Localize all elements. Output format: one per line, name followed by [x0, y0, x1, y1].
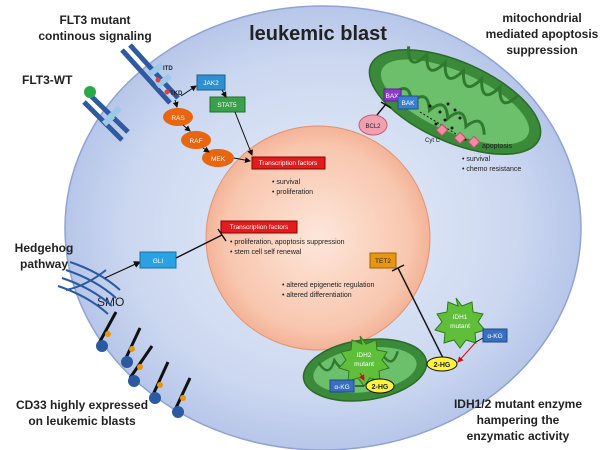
cd33-receptors	[96, 311, 192, 418]
svg-text:Transcription factors: Transcription factors	[259, 160, 318, 167]
tf1-bullet-2: • proliferation	[272, 189, 313, 196]
tet2-bullet-1: • altered epigenetic regulation	[282, 282, 374, 289]
tet2-bullet-2: • altered differentiation	[282, 292, 352, 299]
svg-text:BCL2: BCL2	[365, 124, 381, 130]
jak2-box	[196, 74, 226, 91]
a-kg-left-box	[329, 379, 355, 393]
svg-text:STAT5: STAT5	[217, 102, 237, 109]
svg-text:GLI: GLI	[153, 258, 164, 265]
tf1-box	[251, 156, 326, 170]
svg-text:RAS: RAS	[171, 115, 185, 122]
a-kg-right-box	[482, 328, 508, 343]
mito-label-2: mediated apoptosis	[486, 27, 599, 41]
apoptosis-label: apoptosis	[482, 143, 512, 150]
tf2-box	[220, 220, 298, 234]
cd33-label-2: on leukemic blasts	[28, 414, 136, 428]
svg-text:JAK2: JAK2	[203, 80, 219, 87]
svg-text:MEK: MEK	[211, 156, 226, 163]
flt3-mutant-label: FLT3 mutant	[59, 13, 130, 27]
ras-oval	[163, 108, 193, 126]
idh-label-1: IDH1/2 mutant enzyme	[454, 397, 582, 411]
raf-oval	[181, 131, 211, 149]
svg-text:mutant: mutant	[450, 323, 470, 330]
tet2-box	[369, 252, 397, 269]
tkd-label: TKD	[170, 91, 183, 97]
nucleus	[205, 125, 431, 351]
hedgehog-label-1: Hedgehog	[15, 241, 74, 255]
page-title: leukemic blast	[249, 23, 387, 45]
apoptosis-blocks	[435, 123, 481, 149]
cyt-c-dots	[428, 102, 462, 130]
itd-label: ITD	[163, 66, 173, 72]
flt3-mutant-receptor	[120, 43, 180, 105]
flt3-mutant-label-2: continous signaling	[38, 29, 151, 43]
mito-label-3: suppression	[506, 43, 577, 57]
svg-text:α-KG: α-KG	[487, 333, 502, 340]
tf2-bullet-2: • stem cell self renewal	[230, 249, 302, 256]
mito-label-1: mitochondrial	[502, 11, 581, 25]
gli-box	[139, 251, 177, 269]
bax-box	[383, 88, 402, 102]
mito-bullet-1: • survival	[462, 156, 491, 163]
cd33-label-1: CD33 highly expressed	[16, 398, 148, 412]
hedgehog-label-2: pathway	[20, 257, 68, 271]
svg-text:2-HG: 2-HG	[434, 362, 451, 369]
bak-box	[397, 95, 419, 110]
svg-text:IDH1: IDH1	[453, 314, 468, 321]
smo-receptor	[57, 261, 121, 315]
flt3-wt-receptor	[82, 86, 130, 142]
svg-text:α-KG: α-KG	[334, 384, 349, 391]
mito-bullet-2: • chemo resistance	[462, 166, 521, 173]
bcl2-oval	[358, 114, 388, 136]
idh-label-2: hampering the	[477, 413, 560, 427]
idh1-star	[434, 297, 486, 349]
svg-text:mutant: mutant	[354, 361, 374, 368]
stat5-box	[209, 96, 246, 113]
svg-text:Transcription factors: Transcription factors	[230, 224, 289, 231]
two-hg-right-oval	[426, 356, 458, 372]
cyt-c-label: Cyt C	[425, 138, 441, 144]
flt3-wt-label: FLT3-WT	[22, 73, 73, 87]
svg-text:BAK: BAK	[401, 100, 415, 107]
two-hg-left-oval	[365, 378, 395, 394]
svg-text:BAX: BAX	[385, 93, 399, 100]
svg-text:RAF: RAF	[190, 138, 203, 145]
svg-text:TET2: TET2	[375, 258, 391, 265]
tf2-bullet-1: • proliferation, apoptosis suppression	[230, 239, 345, 246]
mek-oval	[202, 149, 234, 167]
tf1-bullet-1: • survival	[272, 179, 301, 186]
idh-label-3: enzymatic activity	[467, 429, 570, 443]
svg-text:IDH2: IDH2	[357, 352, 372, 359]
svg-text:2-HG: 2-HG	[372, 384, 389, 391]
